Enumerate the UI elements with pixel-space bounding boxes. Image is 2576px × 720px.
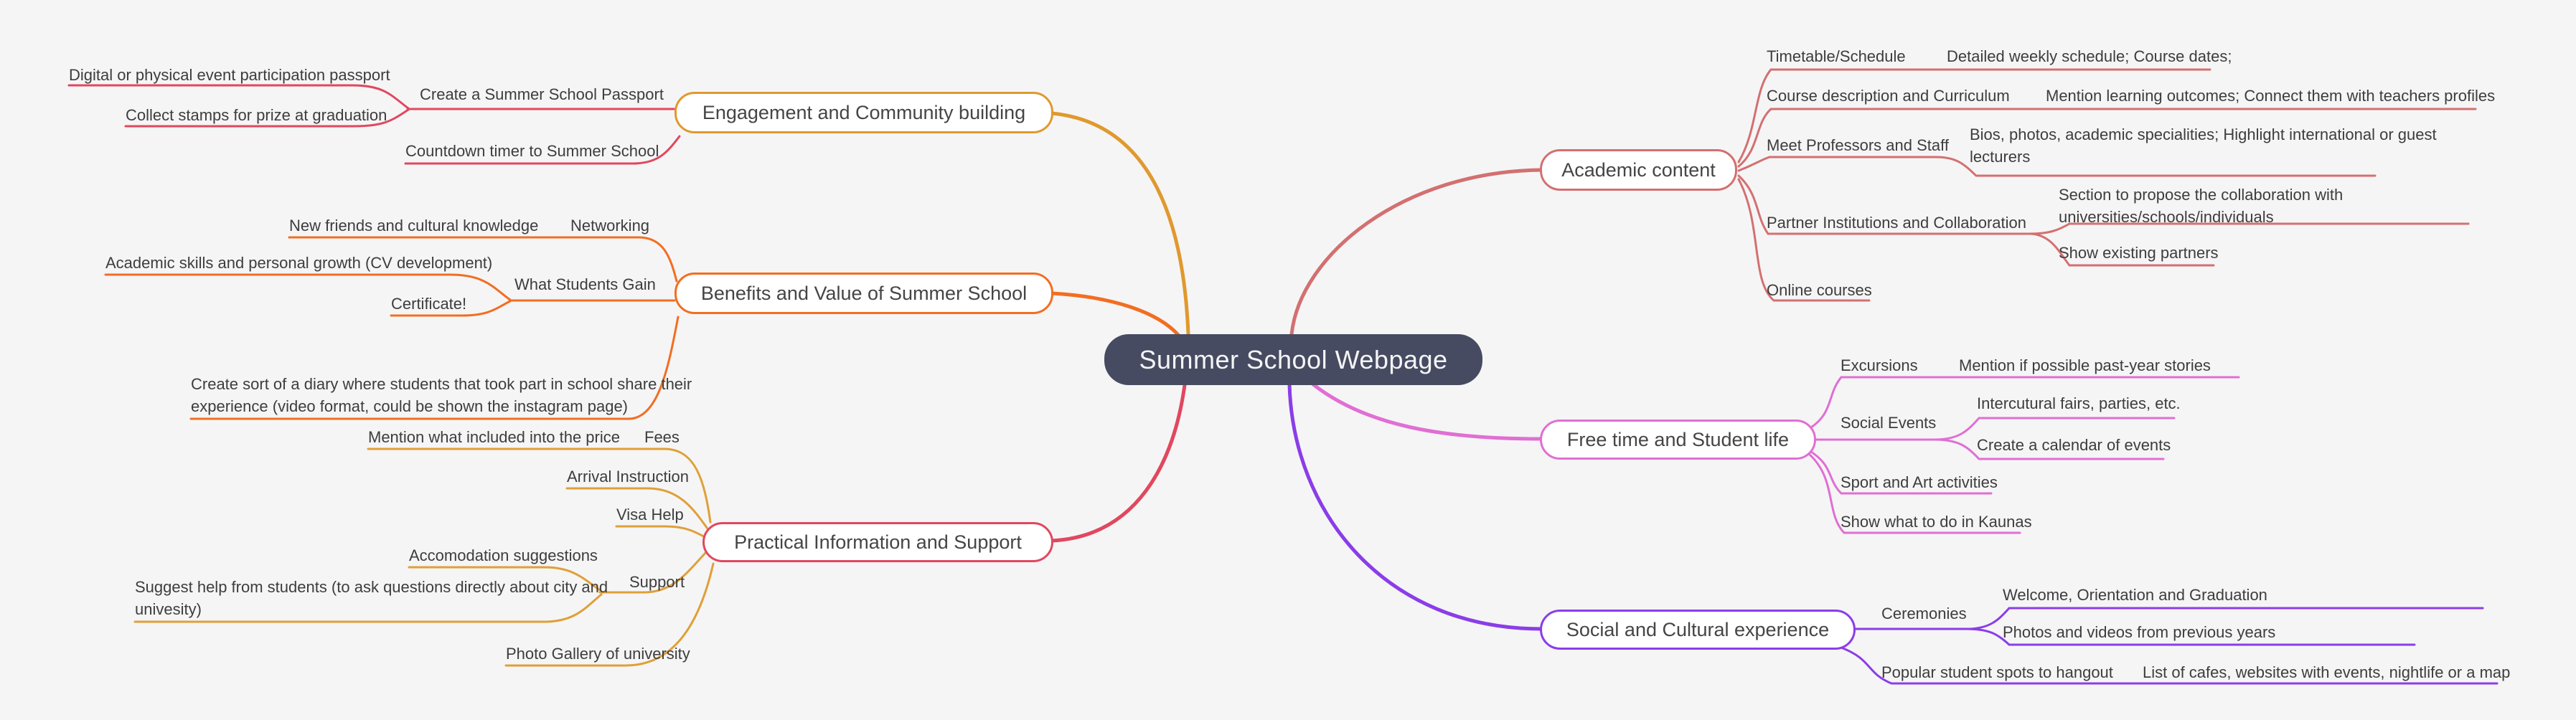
leaf-photos-videos[interactable]: Photos and videos from previous years [2003,623,2276,641]
leaf-course-description[interactable]: Course description and Curriculum [1767,87,2010,105]
leaf-timetable[interactable]: Timetable/Schedule [1767,47,1906,65]
leaf-popular-spots[interactable]: Popular student spots to hangout [1881,663,2113,681]
leaf-excursions-detail[interactable]: Mention if possible past-year stories [1959,356,2211,374]
leaf-certificate[interactable]: Certificate! [391,295,467,313]
leaf-student-help[interactable]: Suggest help from students (to ask quest… [135,578,608,618]
leaf-sport-art[interactable]: Sport and Art activities [1841,473,1998,491]
branch-line-engagement [1050,111,1190,336]
leaf-collect-stamps[interactable]: Collect stamps for prize at graduation [126,106,387,124]
leaf-what-students-gain[interactable]: What Students Gain [514,275,656,293]
leaf-new-friends[interactable]: New friends and cultural knowledge [289,217,539,235]
leaf-academic-skills[interactable]: Academic skills and personal growth (CV … [105,254,493,272]
leaf-online-courses[interactable]: Online courses [1767,281,1872,299]
line-digital-passport [67,84,410,110]
topic-node-freetime[interactable]: Free time and Student life [1540,420,1816,460]
leaf-student-diary[interactable]: Create sort of a diary where students th… [191,375,692,415]
leaf-events-calendar[interactable]: Create a calendar of events [1977,436,2171,454]
leaf-partners-show[interactable]: Show existing partners [2059,244,2219,262]
leaf-networking[interactable]: Networking [570,217,650,235]
leaf-create-passport[interactable]: Create a Summer School Passport [420,85,664,103]
leaf-timetable-detail[interactable]: Detailed weekly schedule; Course dates; [1947,47,2232,65]
leaf-ceremonies[interactable]: Ceremonies [1881,605,1967,622]
leaf-support[interactable]: Support [629,573,685,591]
leaf-social-events[interactable]: Social Events [1841,414,1937,432]
leaf-professors-detail[interactable]: Bios, photos, academic specialities; Hig… [1970,125,2437,166]
topic-node-engagement[interactable]: Engagement and Community building [674,92,1053,133]
branch-line-freetime [1311,382,1543,441]
leaf-visa-help[interactable]: Visa Help [616,506,684,524]
leaf-fees[interactable]: Fees [644,428,680,446]
branch-line-practical [1050,383,1187,543]
topic-node-practical[interactable]: Practical Information and Support [702,522,1053,562]
leaf-arrival-instruction[interactable]: Arrival Instruction [567,468,689,485]
leaf-welcome-graduation[interactable]: Welcome, Orientation and Graduation [2003,586,2267,604]
central-node-summer-school-webpage[interactable]: Summer School Webpage [1104,334,1482,385]
leaf-partner-institutions[interactable]: Partner Institutions and Collaboration [1767,214,2026,232]
leaf-popular-detail[interactable]: List of cafes, websites with events, nig… [2143,663,2511,681]
leaf-partners-detail[interactable]: Section to propose the collaboration wit… [2059,186,2344,226]
branch-line-academic [1289,168,1543,336]
leaf-countdown-timer[interactable]: Countdown timer to Summer School [405,142,659,160]
leaf-digital-passport[interactable]: Digital or physical event participation … [69,66,390,84]
leaf-excursions[interactable]: Excursions [1841,356,1918,374]
leaf-photo-gallery[interactable]: Photo Gallery of university [506,645,690,663]
branch-line-benefits [1050,291,1180,337]
leaf-fees-detail[interactable]: Mention what included into the price [368,428,620,446]
leaf-intercultural-fairs[interactable]: Intercutural fairs, parties, etc. [1977,394,2181,412]
topic-node-benefits[interactable]: Benefits and Value of Summer School [674,273,1053,314]
leaf-professors[interactable]: Meet Professors and Staff [1767,136,1949,154]
leaf-kaunas[interactable]: Show what to do in Kaunas [1841,513,2032,531]
leaf-course-detail[interactable]: Mention learning outcomes; Connect them … [2046,87,2496,105]
branch-line-social [1287,382,1543,631]
topic-node-academic[interactable]: Academic content [1540,149,1737,191]
topic-node-social[interactable]: Social and Cultural experience [1540,610,1856,650]
leaf-accommodation[interactable]: Accomodation suggestions [409,546,598,564]
line-visa [615,525,710,541]
